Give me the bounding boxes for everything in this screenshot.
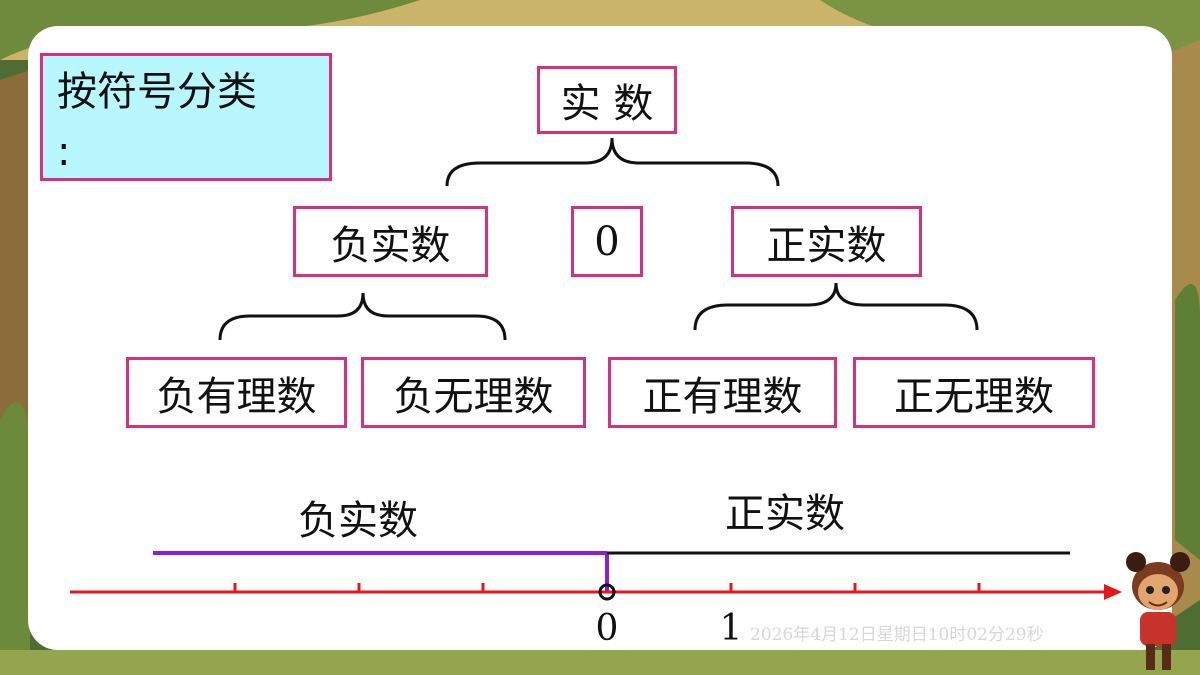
- classification-colon: :: [57, 129, 71, 175]
- brace-positive: [693, 282, 979, 331]
- negative-range-label: 负实数: [298, 498, 418, 544]
- brace-negative: [218, 292, 507, 341]
- negative-reals-label: 负实数: [330, 222, 451, 269]
- negative-irrationals-box: 负无理数: [361, 357, 586, 428]
- origin-open-circle: [598, 583, 616, 601]
- positive-irrationals-label: 正无理数: [894, 373, 1054, 420]
- negative-rationals-box: 负有理数: [126, 357, 347, 428]
- number-line-arrowhead: [1104, 584, 1122, 600]
- classification-label-box: 按符号分类 :: [40, 53, 332, 181]
- negative-irrationals-label: 负无理数: [393, 373, 554, 420]
- positive-rationals-box: 正有理数: [608, 357, 837, 428]
- positive-reals-label: 正实数: [766, 222, 887, 269]
- zero-box: 0: [571, 206, 643, 277]
- number-line-tick-label: 0: [596, 608, 619, 649]
- negative-rationals-label: 负有理数: [156, 373, 317, 420]
- number-line-tick-label: 1: [720, 608, 743, 649]
- timestamp: 2026年4月12日星期日10时02分29秒: [750, 625, 1044, 645]
- real-numbers-box: 实 数: [537, 66, 677, 134]
- zero-label: 0: [594, 218, 620, 265]
- negative-reals-box: 负实数: [293, 206, 488, 277]
- positive-rationals-label: 正有理数: [642, 373, 803, 420]
- positive-reals-box: 正实数: [731, 206, 922, 277]
- character-mascot: [1126, 552, 1190, 670]
- classification-label: 按符号分类: [57, 69, 257, 115]
- real-numbers-label: 实 数: [560, 81, 654, 127]
- positive-range-label: 正实数: [725, 491, 845, 537]
- brace-root: [445, 137, 780, 187]
- positive-irrationals-box: 正无理数: [853, 357, 1095, 428]
